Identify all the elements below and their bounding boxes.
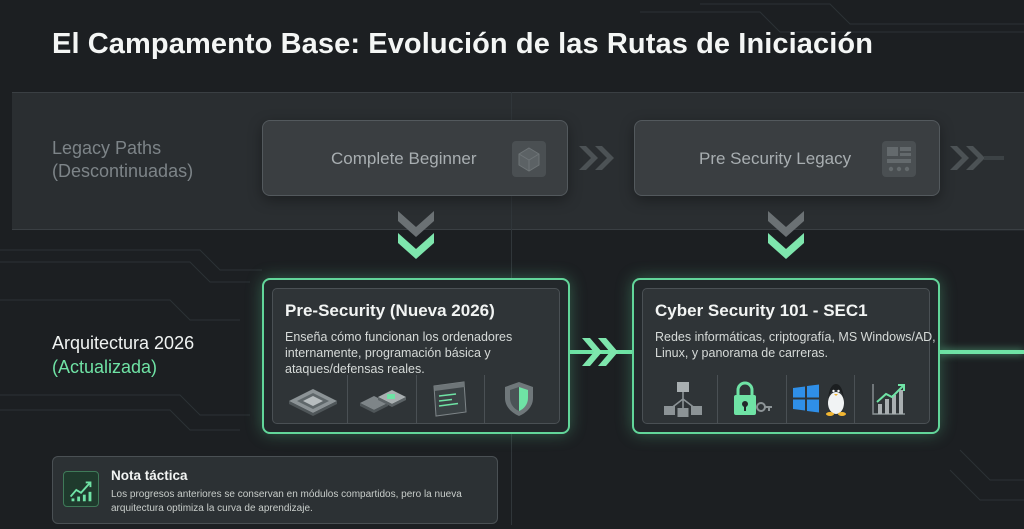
lock-key-icon: [733, 381, 772, 415]
card-inner: Cyber Security 101 - SEC1 Redes informát…: [642, 288, 936, 424]
card-pre-security[interactable]: Pre-Security (Nueva 2026) Enseña cómo fu…: [262, 278, 570, 434]
growth-chart-icon: [872, 384, 906, 415]
cube-icon: [512, 141, 546, 177]
page-title: El Campamento Base: Evolución de las Rut…: [52, 28, 874, 60]
card-title: Cyber Security 101 - SEC1: [655, 301, 868, 320]
chart-icon: [63, 471, 99, 507]
network-icon: [663, 382, 702, 417]
card-title: Pre-Security (Nueva 2026): [285, 301, 495, 320]
path-connector-arrow-icon: [566, 338, 636, 366]
code-window-icon: [433, 381, 467, 417]
path-connector-line: [940, 350, 1024, 354]
migration-arrow-icon: [768, 211, 804, 259]
architecture-2026-label: Arquitectura 2026 (Actualizada): [52, 333, 195, 377]
note-text: Los progresos anteriores se conservan en…: [111, 489, 462, 514]
card-icon-row: [649, 375, 923, 423]
card-inner: Pre-Security (Nueva 2026) Enseña cómo fu…: [272, 288, 560, 424]
card-description: Redes informáticas, criptografía, MS Win…: [655, 330, 936, 360]
legacy-card-pre-security-legacy[interactable]: Pre Security Legacy: [634, 120, 940, 196]
windows-linux-icon: [793, 384, 847, 416]
legacy-card-label: Complete Beginner: [331, 149, 477, 168]
legacy-card-label: Pre Security Legacy: [699, 149, 852, 168]
card-icon-row: [279, 375, 553, 423]
note-title: Nota táctica: [111, 468, 188, 483]
migration-arrow-icon: [398, 211, 434, 259]
dashboard-icon: [882, 141, 916, 177]
legacy-card-complete-beginner[interactable]: Complete Beginner: [262, 120, 568, 196]
card-description: Enseña cómo funcionan los ordenadores in…: [285, 330, 513, 376]
cpu-icon: [288, 389, 337, 416]
legacy-flow-arrow-icon: [950, 146, 1004, 170]
tactical-note: Nota táctica Los progresos anteriores se…: [52, 456, 498, 524]
legacy-flow-arrow-icon: [579, 146, 614, 170]
shield-icon: [505, 382, 534, 416]
hardware-icon: [359, 390, 406, 413]
legacy-paths-label: Legacy Paths (Descontinuadas): [52, 138, 194, 181]
card-cyber-security-101[interactable]: Cyber Security 101 - SEC1 Redes informát…: [632, 278, 940, 434]
